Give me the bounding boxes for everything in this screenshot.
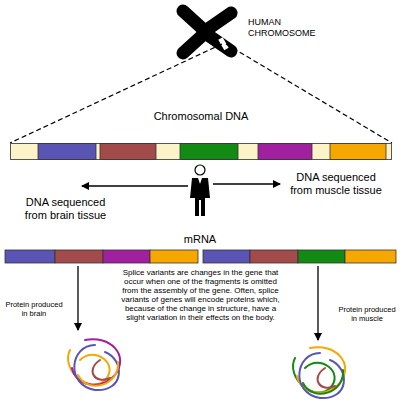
- gene-segment: [330, 144, 386, 160]
- zoom-lines: [10, 44, 392, 143]
- dna-background: [11, 144, 392, 160]
- protein-label: Protein produced in brain: [3, 300, 65, 318]
- explanation-note: Splice variants are changes in the gene …: [118, 268, 283, 322]
- gene-segment: [258, 144, 312, 160]
- tissue-label: DNA sequenced from muscle tissue: [288, 171, 384, 197]
- brain-protein: [68, 339, 120, 390]
- tissue-label: DNA sequenced from brain tissue: [18, 196, 113, 222]
- mrna-label: mRNA: [170, 233, 230, 246]
- muscle-protein: [293, 347, 345, 398]
- dna-bar: [10, 143, 392, 160]
- strand-heading: Chromosomal DNA: [10, 110, 392, 123]
- chromosome-symbol: [183, 11, 231, 53]
- gene-segment: [100, 144, 156, 160]
- direction-arrows: [78, 184, 318, 340]
- mrna-brain-bar: [5, 250, 198, 263]
- person-symbol: [190, 165, 210, 216]
- mrna-muscle-bar: [203, 250, 396, 263]
- gene-segment: [38, 144, 96, 160]
- chromosome-label: HUMAN CHROMOSOME: [248, 17, 328, 39]
- protein-label: Protein produced in muscle: [336, 305, 398, 323]
- chromosome-band: [218, 37, 228, 50]
- dna-strand: Chromosomal DNA: [10, 143, 392, 160]
- gene-segment: [180, 144, 238, 160]
